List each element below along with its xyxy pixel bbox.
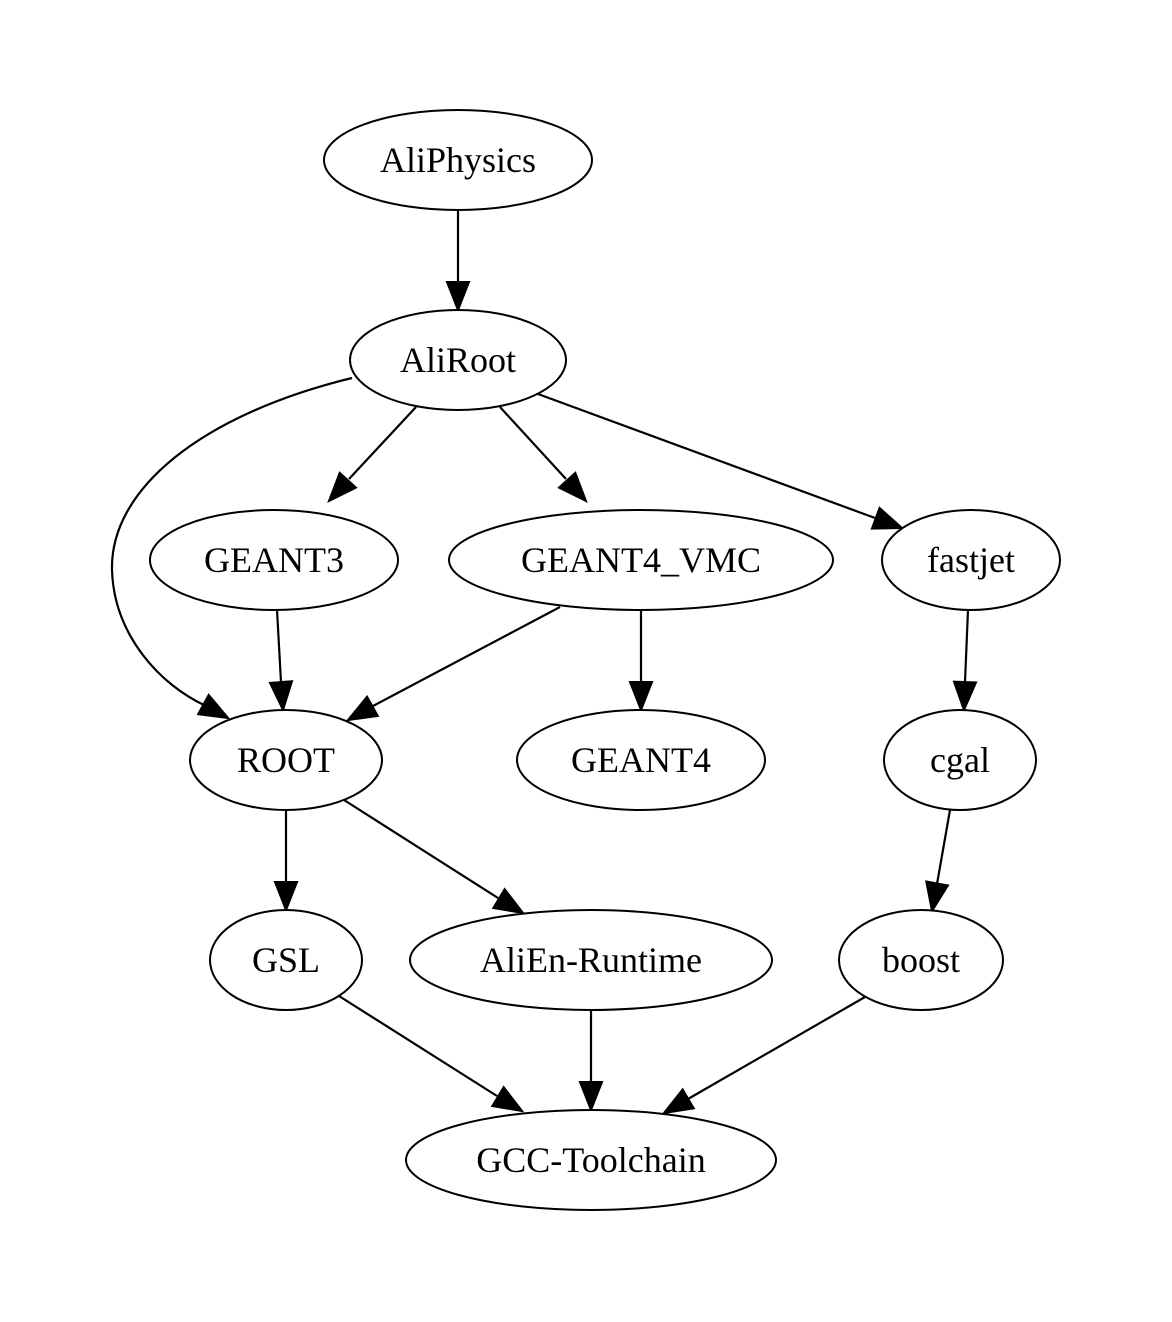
arrowhead-icon [952,680,978,713]
node-label: fastjet [927,540,1015,580]
edge-gsl-to-gcc-toolchain [338,995,525,1113]
node-ellipse [881,509,1061,611]
node-label: GEANT3 [204,540,344,580]
arrowhead-icon [925,880,950,914]
arrowhead-icon [661,1087,696,1115]
node-label: GSL [252,940,320,980]
edge-line [348,406,417,480]
edge-aliroot-to-geant4-vmc [499,406,588,504]
edge-aliroot-to-fastjet [537,392,905,530]
edge-geant3-to-root [268,609,294,713]
node-ellipse [405,1109,777,1211]
node-ellipse [189,709,383,811]
node-aliphysics: AliPhysics [323,109,593,211]
edges-layer [110,210,978,1115]
edge-line [499,406,567,480]
arrowhead-icon [557,471,588,504]
node-ellipse [149,509,399,611]
arrowhead-icon [490,1085,525,1113]
node-geant4: GEANT4 [516,709,766,811]
edge-geant4-vmc-to-root [345,606,561,722]
arrowhead-icon [196,693,231,720]
node-label: boost [882,940,960,980]
edge-line [687,996,866,1100]
node-label: AliEn-Runtime [480,940,702,980]
node-aliroot: AliRoot [349,309,567,411]
node-ellipse [323,109,593,211]
arrowhead-icon [268,680,294,713]
edge-cgal-to-boost [925,809,952,914]
node-geant3: GEANT3 [149,509,399,611]
node-gcc-toolchain: GCC-Toolchain [405,1109,777,1211]
node-ellipse [409,909,773,1011]
node-gsl: GSL [209,909,363,1011]
edge-line [338,995,498,1097]
node-cgal: cgal [883,709,1037,811]
arrowhead-icon [628,681,654,713]
edge-alien-runtime-to-gcc-toolchain [578,1010,604,1113]
edge-boost-to-gcc-toolchain [661,996,866,1115]
edge-aliroot-to-geant3 [327,406,417,504]
edge-line [372,606,561,707]
arrowhead-icon [273,881,299,913]
node-ellipse [883,709,1037,811]
node-label: ROOT [237,740,335,780]
arrowhead-icon [345,694,380,722]
node-ellipse [838,909,1004,1011]
node-label: GEANT4_VMC [521,540,761,580]
node-root: ROOT [189,709,383,811]
edge-line [275,609,283,683]
node-geant4-vmc: GEANT4_VMC [448,509,834,611]
edge-root-to-gsl [273,810,299,913]
node-ellipse [349,309,567,411]
node-boost: boost [838,909,1004,1011]
node-ellipse [448,509,834,611]
arrowhead-icon [445,281,471,313]
node-alien-runtime: AliEn-Runtime [409,909,773,1011]
edge-geant4-vmc-to-geant4 [628,610,654,713]
edge-line [110,376,353,708]
edge-aliphysics-to-aliroot [445,210,471,313]
node-label: AliRoot [400,340,516,380]
edge-line [537,392,876,520]
edge-aliroot-to-root [110,376,353,720]
node-ellipse [209,909,363,1011]
edge-line [963,609,970,683]
node-label: GEANT4 [571,740,711,780]
arrowhead-icon [870,506,905,530]
arrowhead-icon [578,1081,604,1113]
node-fastjet: fastjet [881,509,1061,611]
node-label: AliPhysics [380,140,536,180]
node-label: GCC-Toolchain [476,1140,705,1180]
edge-line [343,799,499,899]
arrowhead-icon [327,471,358,504]
edge-root-to-alien-runtime [343,799,526,915]
node-label: cgal [930,740,990,780]
node-ellipse [516,709,766,811]
edge-fastjet-to-cgal [952,609,978,713]
edge-line [935,809,952,885]
arrowhead-icon [491,887,526,915]
